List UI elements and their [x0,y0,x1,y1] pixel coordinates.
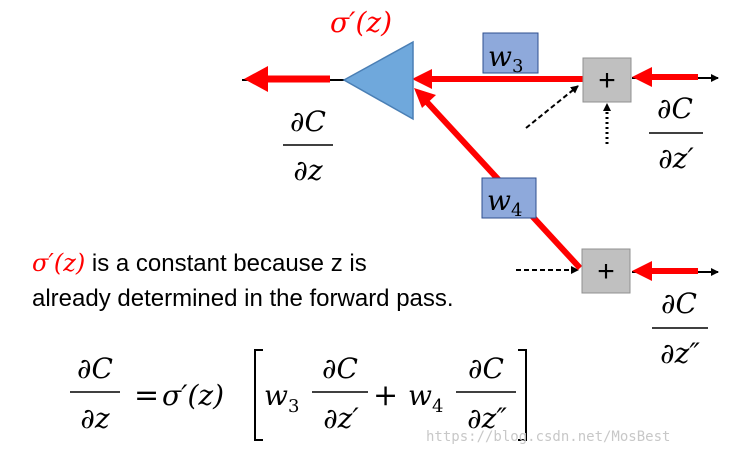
caption-line-1: σ′(z) is a constant because z is [32,249,367,277]
weight-w4-label: w [487,184,511,217]
eq-left-bracket [254,349,263,441]
adder-box-top [582,57,632,103]
adder-top-plus: + [598,64,616,97]
eq-term1-numerator: ∂C [322,352,358,385]
eq-lhs-numerator: ∂C [77,352,113,385]
caption-line-1-rest: is a constant because z is [85,250,366,277]
eq-equals: = [134,378,159,413]
grad-left-denominator: ∂z [293,154,322,187]
weight-box-w4 [481,177,537,219]
activation-triangle [342,40,414,121]
grad-left-numerator: ∂C [290,105,326,138]
watermark: https://blog.csdn.net/MosBest [426,429,670,445]
eq-sigma: σ′(z) [162,379,224,412]
weight-box-w3 [482,32,539,74]
grad-top-right-numerator: ∂C [657,92,693,125]
eq-term2-numerator: ∂C [468,352,504,385]
weight-w4-subscript: 4 [511,200,522,221]
eq-w4-subscript: 4 [432,396,443,417]
activation-label: σ′(z) [330,6,392,39]
eq-plus: + [373,378,398,413]
grad-top-right-denominator: ∂z′ [658,142,694,175]
eq-term1-denominator: ∂z′ [323,402,359,435]
eq-w4: w [408,379,432,412]
red-arrowhead-bottom-right-input [632,261,652,281]
eq-w3: w [264,379,288,412]
red-arrowhead-top-right-input [632,67,652,87]
weight-w3-label: w [488,40,512,73]
grad-bottom-right-denominator: ∂z″ [660,337,700,370]
adder-bottom-plus: + [597,255,615,288]
red-arrowhead-output-left [244,66,268,92]
red-arrowhead-top-branch [412,69,432,89]
eq-term2-denominator: ∂z″ [467,402,507,435]
weight-w3-subscript: 3 [512,56,523,77]
dashed-line-top-adder [525,85,579,129]
caption-sigma: σ′(z) [32,249,85,277]
red-arrowhead-bottom-branch [414,88,436,108]
eq-right-bracket [518,349,527,441]
eq-w3-subscript: 3 [288,396,299,417]
eq-lhs-denominator: ∂z [80,402,109,435]
grad-bottom-right-numerator: ∂C [661,287,697,320]
caption-line-2: already determined in the forward pass. [32,285,454,312]
adder-box-bottom [581,248,631,294]
